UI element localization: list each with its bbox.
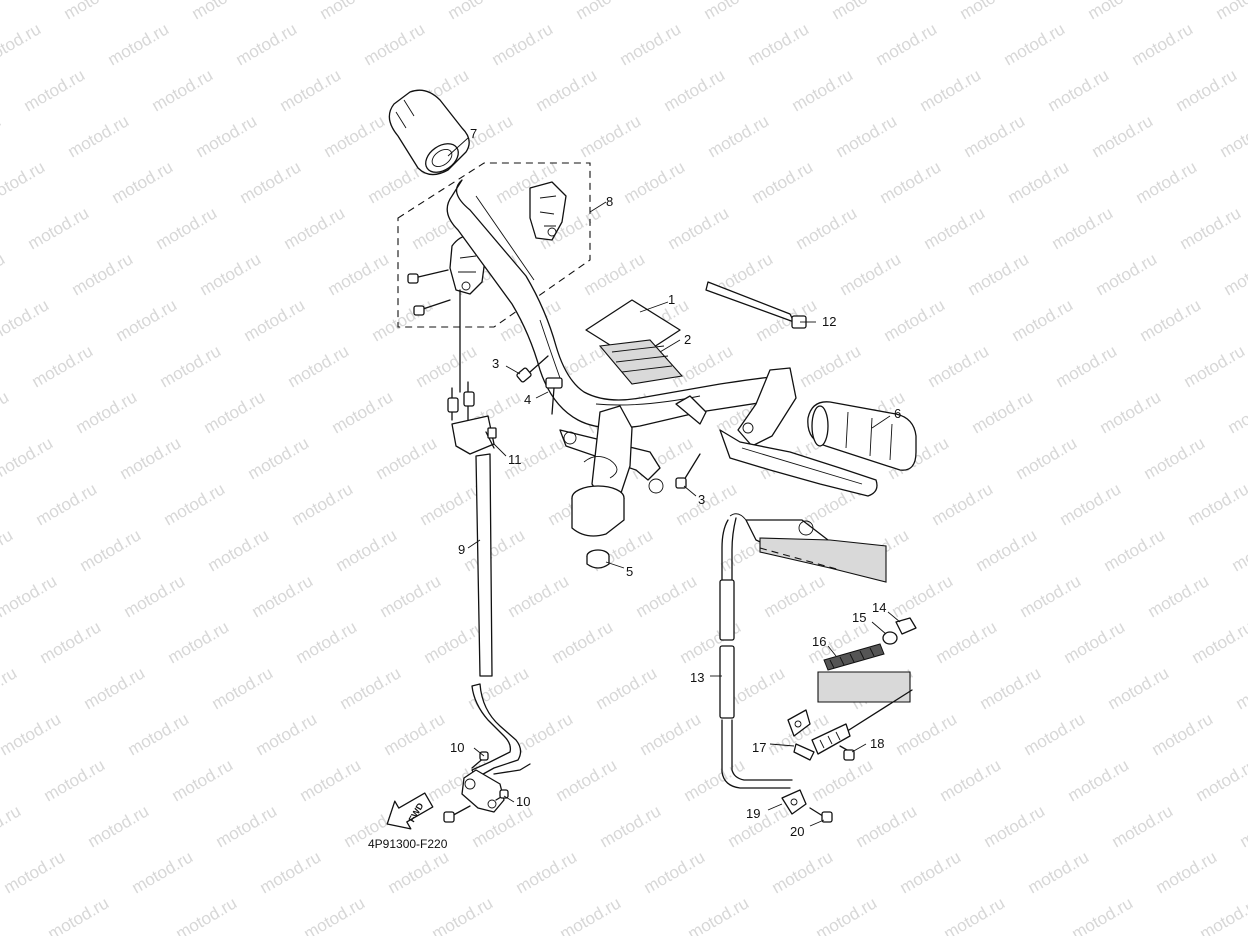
brake-cable — [719, 513, 887, 789]
callout-11: 11 — [508, 452, 522, 467]
callout-16: 16 — [812, 634, 826, 649]
bolt-3a — [516, 355, 549, 383]
lever-bracket — [675, 367, 878, 497]
callout-2: 2 — [684, 332, 691, 347]
callout-14: 14 — [872, 600, 886, 615]
callout-12: 12 — [822, 314, 836, 329]
callout-5: 5 — [626, 564, 633, 579]
callout-19: 19 — [746, 806, 760, 821]
throttle-cable — [447, 289, 531, 779]
callout-3a: 3 — [492, 356, 499, 371]
callout-6: 6 — [894, 406, 901, 421]
callout-17: 17 — [752, 740, 766, 755]
bolt-4 — [545, 377, 563, 415]
diagram-code: 4P91300-F220 — [368, 837, 448, 851]
leader-lines — [447, 137, 901, 827]
brake-rod-assembly — [781, 617, 917, 823]
callout-20: 20 — [790, 824, 804, 839]
callout-9: 9 — [458, 542, 465, 557]
callout-3b: 3 — [698, 492, 705, 507]
callout-15: 15 — [852, 610, 866, 625]
switch-assembly-group-box — [397, 162, 591, 328]
callout-7: 7 — [470, 126, 477, 141]
decal-panel — [585, 299, 684, 385]
right-grip — [807, 401, 917, 471]
bolt-3b — [675, 453, 701, 489]
callout-8: 8 — [606, 194, 613, 209]
callout-10b: 10 — [516, 794, 530, 809]
callout-1: 1 — [668, 292, 675, 307]
fwd-arrow: FWD — [386, 792, 434, 830]
throttle-bracket — [443, 751, 509, 823]
callout-4: 4 — [524, 392, 531, 407]
cable-tie — [705, 281, 807, 329]
callout-13: 13 — [690, 670, 704, 685]
left-grip — [388, 89, 470, 176]
callout-10a: 10 — [450, 740, 464, 755]
callouts: 1 2 3 4 3 5 6 7 8 9 10 10 11 12 13 14 15… — [450, 126, 901, 839]
handlebar — [446, 179, 781, 429]
callout-18: 18 — [870, 736, 884, 751]
switch-screws — [407, 269, 451, 316]
nut — [586, 549, 610, 569]
handlebar-clamp — [559, 405, 664, 537]
